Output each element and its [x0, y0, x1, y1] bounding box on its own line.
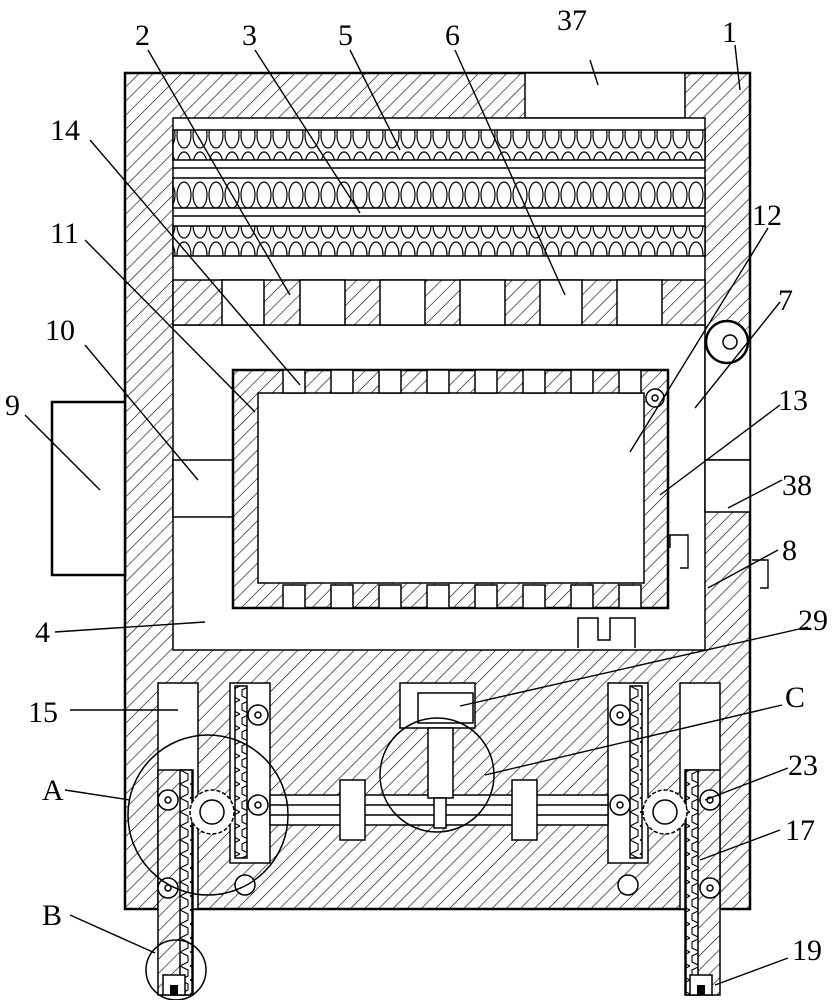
drum-slot [474, 369, 498, 394]
label-6: 6 [445, 19, 460, 52]
detail-circle-b [145, 939, 207, 1000]
label-9: 9 [5, 389, 20, 422]
drum-slot [330, 369, 354, 394]
heating-coils [172, 129, 706, 257]
drum-slot [522, 584, 546, 609]
label-12: 12 [752, 199, 782, 232]
lift-mechanism [157, 682, 721, 996]
leader-lines [24, 44, 809, 986]
roller-axle [254, 711, 262, 719]
label-23: 23 [788, 749, 818, 782]
label-1: 1 [722, 16, 737, 49]
clamp [577, 617, 636, 648]
label-37: 37 [557, 4, 587, 37]
label-13: 13 [778, 384, 808, 417]
part-labels: 1 37 2 3 5 6 14 11 12 7 10 9 13 38 8 4 2… [5, 4, 828, 967]
drum-slot [282, 584, 306, 609]
drying-drum [231, 368, 670, 610]
handle-inner [669, 534, 689, 569]
drum-slot [570, 369, 594, 394]
label-2: 2 [135, 19, 150, 52]
roller-axle [706, 884, 714, 892]
label-10: 10 [45, 314, 75, 347]
label-B: B [42, 899, 62, 932]
drum-slot [426, 584, 450, 609]
label-A: A [42, 774, 64, 807]
drum-slot [522, 369, 546, 394]
drum-slot [330, 584, 354, 609]
label-C: C [785, 681, 805, 714]
roller-axle [616, 711, 624, 719]
roller-axle [164, 796, 172, 804]
label-15: 15 [28, 696, 58, 729]
detail-circle-c [379, 717, 495, 833]
drum-slot [474, 584, 498, 609]
drum-slot [618, 584, 642, 609]
label-29: 29 [798, 604, 828, 637]
motor-box [50, 400, 127, 577]
label-5: 5 [338, 19, 353, 52]
drum-slot [378, 584, 402, 609]
label-17: 17 [785, 814, 815, 847]
roller-axle [616, 801, 624, 809]
label-7: 7 [778, 284, 793, 317]
label-3: 3 [242, 19, 257, 52]
handle-outer [752, 559, 769, 589]
drum-slot [618, 369, 642, 394]
drum-slot [282, 369, 306, 394]
connecting-shaft [172, 459, 234, 518]
filter-plate [172, 279, 706, 326]
drum-slot [570, 584, 594, 609]
detail-circle-a [127, 734, 289, 896]
label-11: 11 [50, 217, 79, 250]
label-14: 14 [50, 114, 80, 147]
label-38: 38 [782, 469, 812, 502]
label-8: 8 [782, 534, 797, 567]
drum-slot [426, 369, 450, 394]
label-4: 4 [35, 616, 50, 649]
roller-axle [254, 801, 262, 809]
drum-slot [378, 369, 402, 394]
label-19: 19 [792, 934, 822, 967]
